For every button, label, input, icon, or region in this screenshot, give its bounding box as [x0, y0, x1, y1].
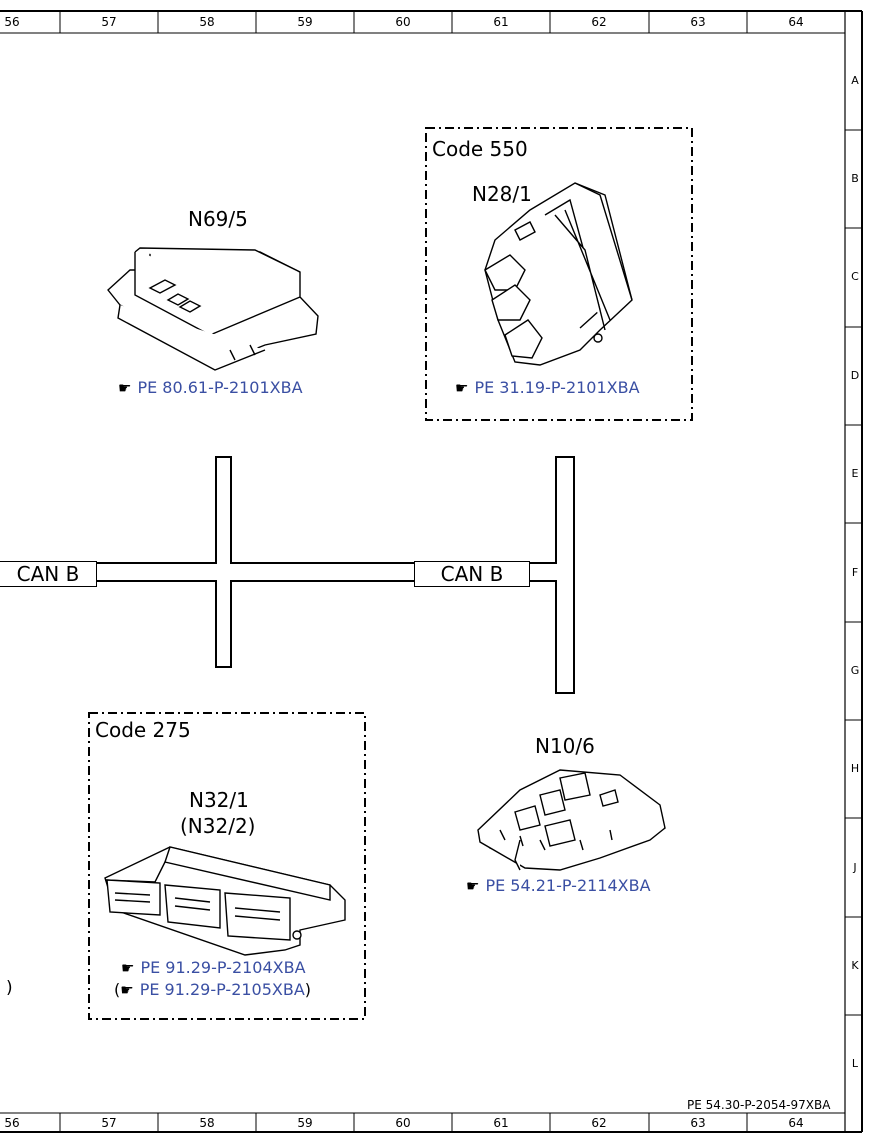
- code550-group-box: [425, 127, 693, 421]
- column-number-bottom: 59: [297, 1116, 313, 1130]
- column-number-top: 58: [199, 15, 215, 29]
- n32-1-reference-text[interactable]: PE 91.29-P-2104XBA: [140, 958, 306, 977]
- column-number-top: 62: [591, 15, 607, 29]
- column-number-top: 63: [690, 15, 706, 29]
- row-letter: F: [851, 566, 859, 579]
- row-letter: A: [851, 74, 859, 87]
- column-number-bottom: 64: [788, 1116, 804, 1130]
- code550-label: Code 550: [432, 137, 528, 161]
- column-number-bottom: 60: [395, 1116, 411, 1130]
- column-number-bottom: 57: [101, 1116, 117, 1130]
- column-number-bottom: 62: [591, 1116, 607, 1130]
- column-number-bottom: 61: [493, 1116, 509, 1130]
- n69-5-reference-text[interactable]: PE 80.61-P-2101XBA: [137, 378, 303, 397]
- column-number-top: 57: [101, 15, 117, 29]
- row-letter: J: [853, 861, 857, 874]
- row-letter: K: [851, 959, 859, 972]
- column-number-bottom: 56: [4, 1116, 20, 1130]
- row-letter: C: [851, 270, 859, 283]
- pointing-hand-icon: ☛: [455, 379, 469, 397]
- n10-6-reference[interactable]: ☛ PE 54.21-P-2114XBA: [466, 876, 651, 895]
- n69-5-module-drawing: [107, 247, 319, 371]
- n10-6-module-drawing: [477, 769, 666, 871]
- n32-2-reference[interactable]: (☛PE 91.29-P-2105XBA): [114, 980, 312, 999]
- n10-6-label: N10/6: [535, 734, 595, 758]
- n10-6-reference-text[interactable]: PE 54.21-P-2114XBA: [485, 876, 651, 895]
- code275-group-box: [88, 712, 366, 1020]
- column-number-top: 60: [395, 15, 411, 29]
- pointing-hand-icon: ☛: [118, 379, 132, 397]
- n28-1-module-drawing: [484, 182, 633, 366]
- can-bus-wiring: [97, 456, 575, 694]
- n32-2-reference-text[interactable]: PE 91.29-P-2105XBA: [139, 980, 305, 999]
- can-b-right-connector: CAN B: [414, 561, 530, 587]
- n69-5-label: N69/5: [188, 207, 248, 231]
- n28-1-reference[interactable]: ☛ PE 31.19-P-2101XBA: [455, 378, 640, 397]
- document-id: PE 54.30-P-2054-97XBA: [687, 1098, 831, 1112]
- n28-1-label: N28/1: [472, 182, 532, 206]
- pointing-hand-icon: ☛: [466, 877, 480, 895]
- row-letter: D: [850, 369, 860, 382]
- column-number-bottom: 58: [199, 1116, 215, 1130]
- row-letter: H: [850, 762, 860, 775]
- column-number-top: 61: [493, 15, 509, 29]
- n32-2-label: (N32/2): [180, 814, 256, 838]
- margin-parenthesis: ): [6, 978, 13, 998]
- column-number-top: 56: [4, 15, 20, 29]
- n28-1-reference-text[interactable]: PE 31.19-P-2101XBA: [474, 378, 640, 397]
- n69-5-reference[interactable]: ☛ PE 80.61-P-2101XBA: [118, 378, 303, 397]
- row-letter: E: [851, 467, 859, 480]
- can-b-left-connector: CAN B: [0, 561, 97, 587]
- column-number-bottom: 63: [690, 1116, 706, 1130]
- n32-1-module-drawing: [104, 846, 346, 956]
- column-number-top: 59: [297, 15, 313, 29]
- column-number-top: 64: [788, 15, 804, 29]
- pointing-hand-icon: ☛: [121, 959, 135, 977]
- row-letter: L: [851, 1057, 859, 1070]
- n32-1-reference[interactable]: ☛ PE 91.29-P-2104XBA: [121, 958, 306, 977]
- row-letter: B: [851, 172, 859, 185]
- code275-label: Code 275: [95, 718, 191, 742]
- n32-1-label: N32/1: [189, 788, 249, 812]
- pointing-hand-icon: ☛: [120, 981, 134, 999]
- row-letter: G: [850, 664, 860, 677]
